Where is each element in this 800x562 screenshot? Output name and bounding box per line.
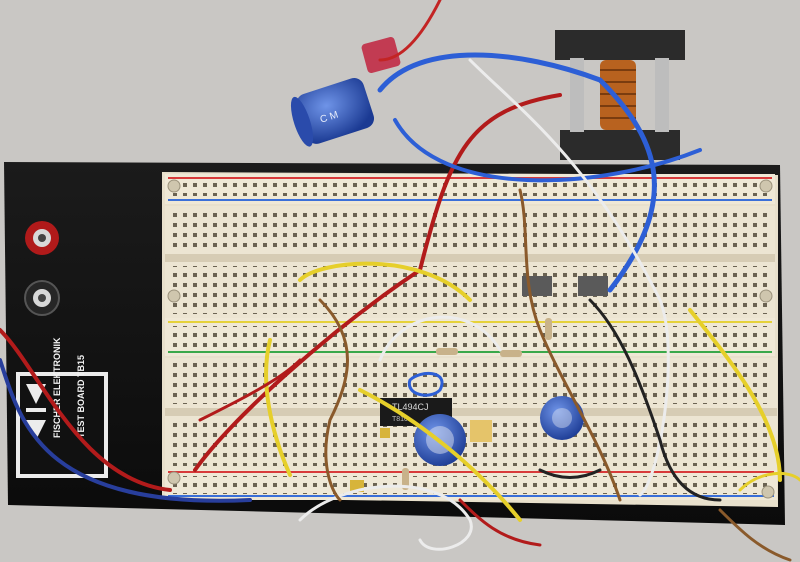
brand-logo: FISCHER ELEKTRONIK TEST BOARD TB15 xyxy=(16,337,108,478)
brand-name-text: FISCHER ELEKTRONIK xyxy=(52,337,62,438)
breadboard xyxy=(162,172,778,507)
film-capacitor-red xyxy=(361,37,401,73)
trimmer-potentiometer xyxy=(470,420,492,442)
board-model-text: TEST BOARD TB15 xyxy=(76,355,86,438)
banana-jack-black xyxy=(24,280,60,316)
ic-label: TL494CJ xyxy=(392,402,429,412)
transistor-right xyxy=(578,276,608,296)
banana-jack-red xyxy=(25,221,59,255)
electrolytic-capacitor-top: C M xyxy=(290,78,375,147)
transistor-left xyxy=(522,276,552,296)
resistors xyxy=(402,318,552,490)
electrolytic-capacitor-right xyxy=(540,396,584,440)
ic-sublabel: T810 xyxy=(392,416,408,423)
ceramic-capacitor-small xyxy=(380,428,390,438)
capacitor-marking: C M xyxy=(319,110,340,126)
relay-component xyxy=(555,30,685,160)
